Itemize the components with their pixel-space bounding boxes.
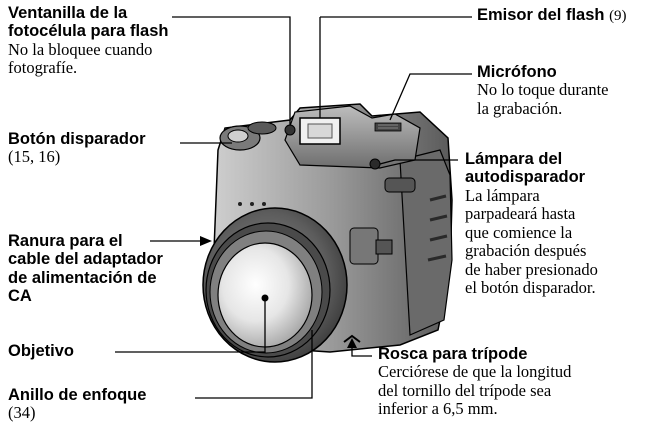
- desc-line: inferior a 6,5 mm.: [378, 399, 498, 419]
- page-ref: (9): [609, 8, 627, 24]
- page-ref: (34): [8, 403, 36, 423]
- leader-lines: [115, 16, 472, 399]
- title-text: Emisor del flash: [477, 6, 605, 24]
- title-line: cable del adaptador: [8, 250, 163, 269]
- label-lens: Objetivo: [8, 342, 74, 360]
- title-line: Micrófono: [477, 63, 557, 81]
- label-flash-emitter: Emisor del flash (9): [477, 6, 627, 25]
- label-microphone: Micrófono No lo toque durante la grabaci…: [477, 63, 609, 118]
- label-self-timer-lamp: Lámpara del autodisparador La lámpara pa…: [465, 150, 598, 298]
- title-line: Anillo de enfoque: [8, 386, 147, 404]
- title-line: Ranura para el: [8, 232, 123, 250]
- label-focus-ring: Anillo de enfoque (34): [8, 386, 146, 423]
- desc-line: el botón disparador.: [465, 278, 596, 298]
- label-ac-adapter-slot: Ranura para el cable del adaptador de al…: [8, 232, 163, 306]
- desc-line: parpadeará hasta: [465, 204, 576, 224]
- title-line: Botón disparador: [8, 130, 146, 148]
- label-shutter-button: Botón disparador (15, 16): [8, 130, 146, 167]
- self-timer-lamp: [369, 158, 381, 170]
- title-line: autodisparador: [465, 168, 586, 187]
- desc-line: fotografíe.: [8, 58, 78, 78]
- desc-line: La lámpara: [465, 185, 540, 205]
- microphone-grill: [374, 122, 402, 132]
- label-tripod-socket: Rosca para trípode Cerciórese de que la …: [378, 345, 571, 419]
- desc-line: la grabación.: [477, 98, 563, 118]
- title-line: CA: [8, 287, 32, 306]
- desc-line: del tornillo del trípode sea: [378, 380, 552, 400]
- desc-line: No la bloquee cuando: [8, 39, 153, 59]
- title-line: Objetivo: [8, 342, 75, 360]
- title-line: Ventanilla de la: [8, 4, 128, 22]
- title-line: Rosca para trípode: [378, 345, 528, 363]
- desc-line: que comience la: [465, 222, 573, 242]
- desc-line: Cerciórese de que la longitud: [378, 362, 572, 382]
- title-line: fotocélula para flash: [8, 22, 169, 41]
- label-photocell-window: Ventanilla de la fotocélula para flash N…: [8, 4, 168, 78]
- photocell-window: [284, 124, 296, 136]
- tripod-socket: [343, 334, 361, 343]
- title-line: Lámpara del: [465, 150, 563, 168]
- flash-emitter: [299, 117, 341, 145]
- desc-line: de haber presionado: [465, 259, 598, 279]
- desc-line: No lo toque durante: [477, 80, 609, 100]
- page-ref: (15, 16): [8, 147, 61, 167]
- desc-line: grabación después: [465, 241, 587, 261]
- title-line: de alimentación de: [8, 268, 157, 287]
